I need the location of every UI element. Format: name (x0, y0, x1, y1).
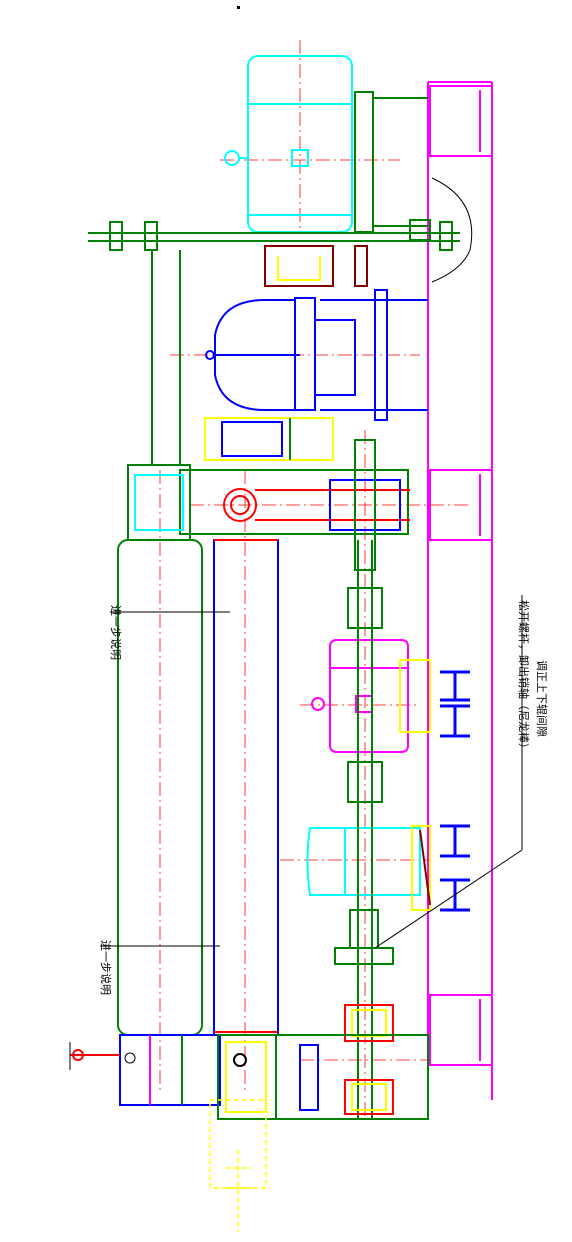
base-frame (427, 81, 493, 1100)
main-motor (224, 55, 353, 233)
reducer (306, 825, 431, 911)
gearbox (205, 289, 428, 421)
frame-arc (431, 177, 473, 283)
motor-mount (354, 91, 431, 241)
roll-label-upper: 进一步说明 (109, 605, 123, 660)
bearing-block-yellow (204, 417, 334, 461)
roll-label-lower: 进一步说明 (99, 940, 113, 995)
handle-knob (124, 1052, 136, 1064)
drive-arm (179, 439, 410, 571)
yellow-extension (209, 1099, 267, 1232)
roll-label-upper-group: 进一步说明 (109, 605, 230, 660)
channel-steel (440, 670, 470, 912)
lower-roll (213, 539, 279, 1036)
shaft-couplings (334, 540, 394, 1120)
center-lines (159, 40, 470, 1120)
top-mark (237, 6, 240, 9)
small-motor (311, 639, 431, 753)
lower-bearing-houses (119, 1034, 429, 1120)
lower-coupling (344, 1004, 394, 1115)
gap-note: 调正上下辊间隙 (535, 660, 549, 737)
tie-rod (88, 221, 460, 465)
adjusting-handle (69, 1042, 120, 1070)
bolt-note: 松开螺杆，卸出销轴（尼龙棒） (517, 600, 531, 754)
coupling-top (264, 245, 368, 287)
note-leader (374, 595, 523, 949)
roll-label-lower-group: 进一步说明 (99, 940, 220, 995)
